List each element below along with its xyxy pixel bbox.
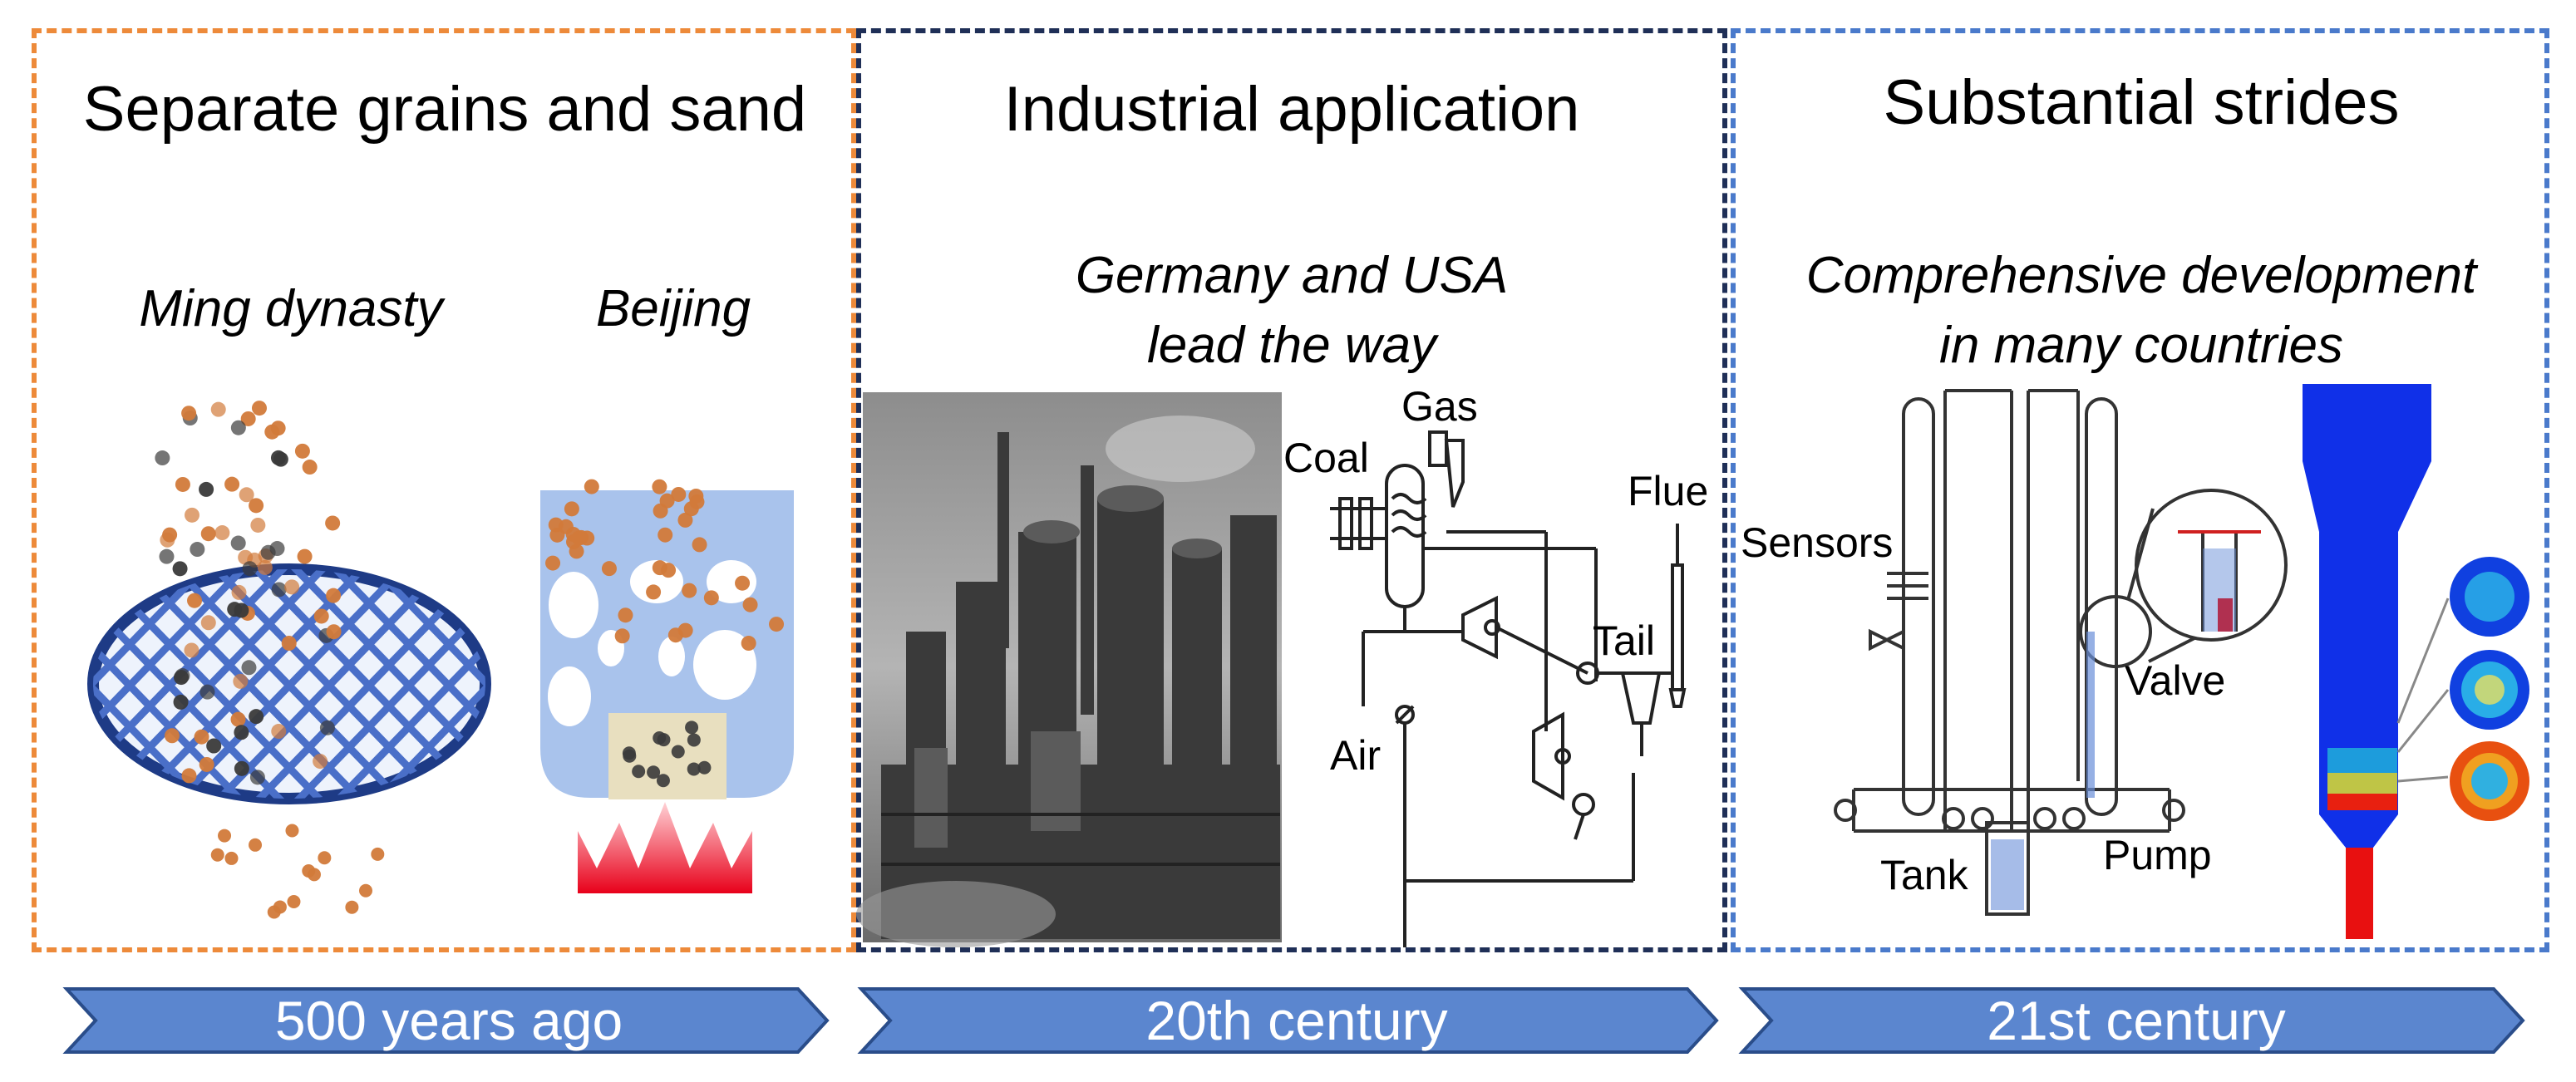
label-coal: Coal xyxy=(1283,435,1369,481)
caption-line-1: Germany and USA xyxy=(1075,247,1509,304)
label-pump: Pump xyxy=(2103,832,2212,878)
timeline-arrow-3 xyxy=(1738,987,2525,1054)
timeline-arrow-1 xyxy=(62,987,830,1054)
fire-icon xyxy=(578,802,752,893)
timeline-arrow-2 xyxy=(857,987,1719,1054)
panel-title-modern: Substantial strides xyxy=(1883,67,2400,138)
label-sensors: Sensors xyxy=(1741,519,1894,566)
panel-title-industrial: Industrial application xyxy=(1003,74,1580,145)
caption-comprehensive: Comprehensive development in many countr… xyxy=(1734,241,2549,381)
panel-ancient xyxy=(32,28,856,952)
era-label-3: 21st century xyxy=(1987,990,2286,1051)
pot-grains xyxy=(545,479,785,788)
era-label-1: 500 years ago xyxy=(274,990,623,1051)
panel-industrial xyxy=(856,28,1727,952)
label-tail: Tail xyxy=(1593,617,1656,664)
label-tank: Tank xyxy=(1880,852,1968,898)
caption-line-1: Comprehensive development xyxy=(1805,247,2477,304)
panel-title-ancient: Separate grains and sand xyxy=(82,74,807,145)
label-flue: Flue xyxy=(1628,468,1709,514)
panel-modern xyxy=(1731,28,2549,952)
label-air: Air xyxy=(1330,732,1382,779)
caption-ming-dynasty: Ming dynasty xyxy=(139,280,443,337)
era-label-2: 20th century xyxy=(1145,990,1448,1051)
caption-line-2: lead the way xyxy=(1146,317,1437,374)
caption-germany-usa: Germany and USA lead the way xyxy=(859,241,1724,381)
label-gas: Gas xyxy=(1401,383,1478,430)
caption-line-2: in many countries xyxy=(1939,317,2343,374)
caption-beijing: Beijing xyxy=(595,280,751,337)
label-valve: Valve xyxy=(2125,657,2226,704)
sieve-grains xyxy=(155,401,385,919)
